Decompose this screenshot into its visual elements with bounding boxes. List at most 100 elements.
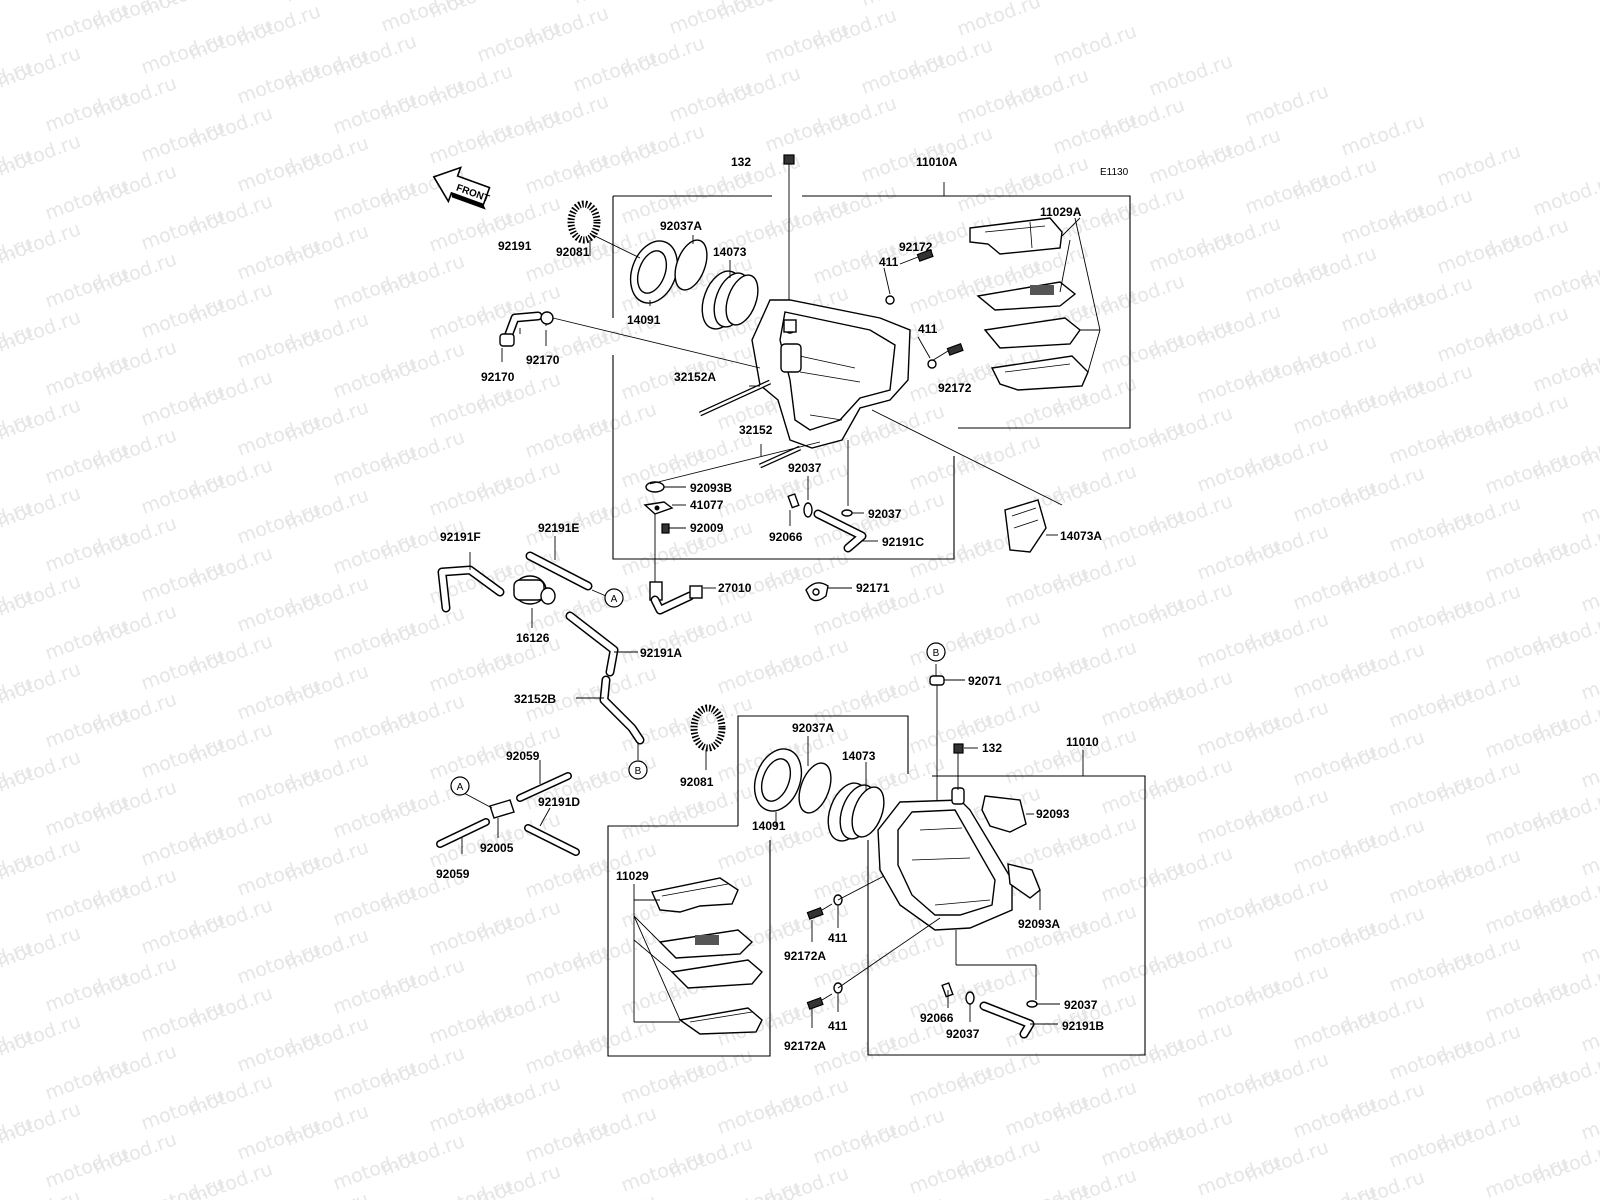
label-14073-upper: 14073 <box>713 245 747 259</box>
label-92191: 92191 <box>498 239 532 253</box>
fitting-92066-lower <box>941 982 954 998</box>
label-32152a: 32152A <box>674 370 716 384</box>
label-92037-upper-1: 92037 <box>788 461 822 475</box>
label-92172-upper-2: 92172 <box>938 381 972 395</box>
label-132-upper: 132 <box>731 155 751 169</box>
bolt-92172a-lower-2 <box>806 993 833 1010</box>
label-92170-b: 92170 <box>481 370 515 384</box>
label-92066-lower: 92066 <box>920 1011 954 1025</box>
clamp-band-upper <box>674 239 708 291</box>
label-11010: 11010 <box>1066 735 1099 749</box>
label-92037a-upper: 92037A <box>660 219 702 233</box>
label-92191f: 92191F <box>440 530 481 544</box>
screw-92009 <box>661 523 670 534</box>
callout-a-2: A <box>450 776 470 796</box>
filter-element-11029a <box>969 217 1089 391</box>
clamp-band-lower <box>798 762 832 814</box>
callout-a-2-label: A <box>457 782 464 793</box>
label-92191a: 92191A <box>640 646 682 660</box>
tube-92191d <box>524 824 580 856</box>
label-92037-upper-2: 92037 <box>868 507 902 521</box>
callout-b-1-label: B <box>635 766 642 777</box>
duct-14091-lower <box>753 748 803 812</box>
leader-lines <box>461 217 1101 1028</box>
spring-clamp-upper <box>567 200 601 244</box>
label-92081-lower: 92081 <box>680 775 714 789</box>
fitting-92066-upper <box>787 493 800 509</box>
bolt-132-upper <box>783 154 795 300</box>
tube-92059-lower <box>436 818 490 848</box>
pad-14073a <box>1004 499 1047 553</box>
label-16126: 16126 <box>516 631 550 645</box>
seal-92093 <box>981 795 1027 833</box>
label-411-upper-1: 411 <box>879 255 899 269</box>
label-92066-upper: 92066 <box>769 530 803 544</box>
label-14091-upper: 14091 <box>627 313 661 327</box>
lower-assembly-frame <box>607 715 1146 1057</box>
washer-411-upper-2 <box>927 359 937 369</box>
hose-92191 <box>499 311 554 347</box>
clamp-92171 <box>805 582 829 602</box>
label-92172a-lower-1: 92172A <box>784 949 826 963</box>
label-92170-a: 92170 <box>526 353 560 367</box>
hose-92191b <box>979 1001 1035 1039</box>
callout-b-2-label: B <box>933 648 940 659</box>
diagram-code: E1130 <box>1100 167 1129 178</box>
hose-92191e <box>525 551 593 591</box>
label-11029: 11029 <box>616 869 649 883</box>
bolt-92172-upper-1 <box>899 249 934 265</box>
label-14073-lower: 14073 <box>842 749 876 763</box>
hose-92191a <box>565 611 619 677</box>
clip-92037-lower-1 <box>965 991 975 1005</box>
label-32152b: 32152B <box>514 692 556 706</box>
bolt-132-lower <box>953 743 964 790</box>
label-92037-lower-1: 92037 <box>946 1027 980 1041</box>
label-92071: 92071 <box>968 674 1002 688</box>
label-411-upper-2: 411 <box>918 322 938 336</box>
label-14091-lower: 14091 <box>752 819 786 833</box>
pin-32152 <box>758 445 802 469</box>
label-92059-upper: 92059 <box>506 749 540 763</box>
label-92037-lower-2: 92037 <box>1064 998 1098 1012</box>
duct-14091-upper <box>629 240 679 304</box>
label-92081-upper: 92081 <box>556 245 590 259</box>
label-92191b: 92191B <box>1062 1019 1104 1033</box>
label-132-lower: 132 <box>982 741 1002 755</box>
label-92059-lower: 92059 <box>436 867 470 881</box>
label-92037a-lower: 92037A <box>792 721 834 735</box>
hose-92191f <box>437 565 505 613</box>
label-92093a: 92093A <box>1018 917 1060 931</box>
label-41077: 41077 <box>690 498 724 512</box>
washer-411-upper-1 <box>885 295 895 305</box>
drain-27010 <box>649 514 703 615</box>
clip-92037-lower-2 <box>1026 1000 1038 1008</box>
clip-92037-upper-2 <box>841 509 853 517</box>
tube-92059-upper <box>516 772 572 802</box>
bolt-92172-upper-2 <box>929 343 964 363</box>
grommet-92071 <box>929 675 945 686</box>
boot-14073-upper <box>701 270 759 330</box>
callout-b-2: B <box>926 642 946 662</box>
plate-41077 <box>643 501 674 515</box>
hose-92191c <box>813 509 867 553</box>
boot-14073-lower <box>827 782 885 842</box>
spring-clamp-lower <box>690 704 726 752</box>
filter-element-11029 <box>651 877 763 1035</box>
callout-a-1: A <box>604 588 624 608</box>
label-92191e: 92191E <box>538 521 579 535</box>
air-cleaner-case-upper <box>751 299 911 449</box>
bolt-92172a-lower-1 <box>806 903 833 920</box>
valve-16126 <box>513 575 556 605</box>
upper-assembly-frame <box>612 182 1131 560</box>
label-411-lower-1: 411 <box>828 931 848 945</box>
label-411-lower-2: 411 <box>828 1019 848 1033</box>
label-11029a: 11029A <box>1040 205 1082 219</box>
label-27010: 27010 <box>718 581 752 595</box>
front-arrow-icon: FRONT <box>432 166 491 210</box>
o-ring-92093b <box>645 481 665 493</box>
clip-92037-upper-1 <box>803 502 813 518</box>
label-92171: 92171 <box>856 581 890 595</box>
